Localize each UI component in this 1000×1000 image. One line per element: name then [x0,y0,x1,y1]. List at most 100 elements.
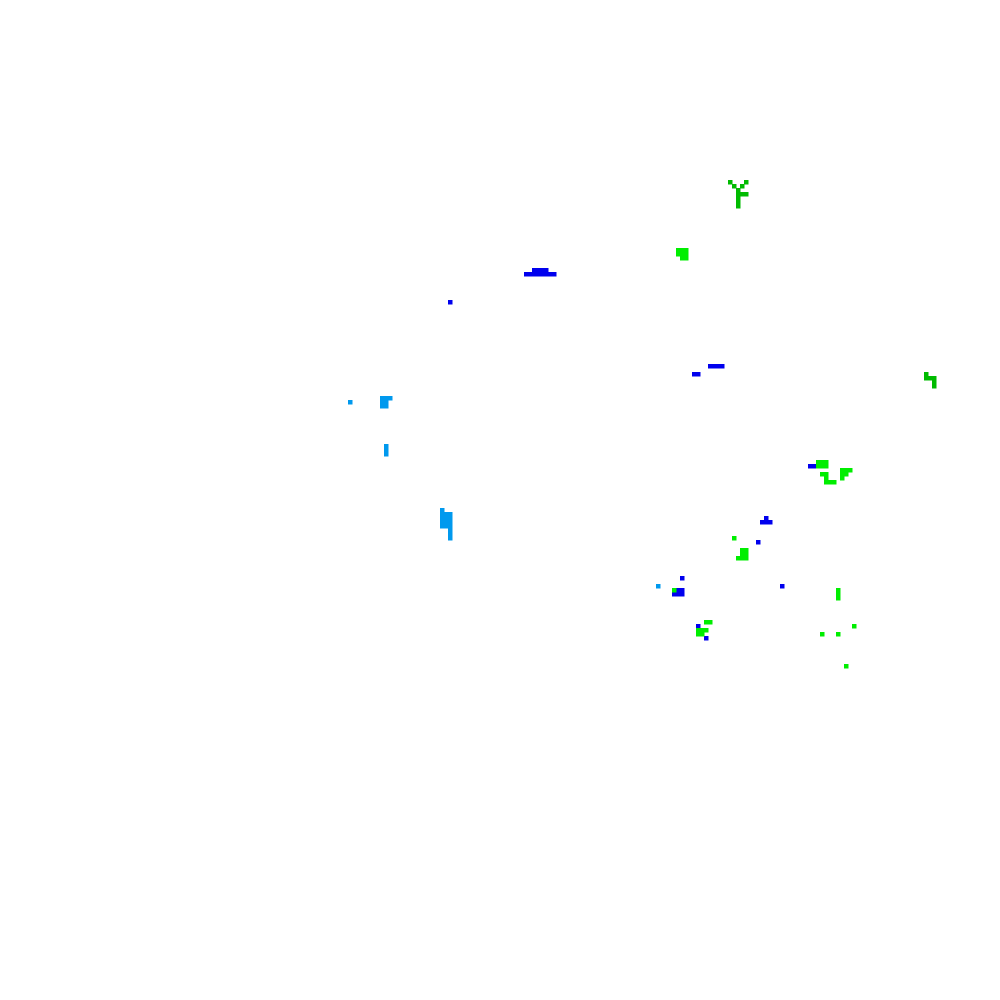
pixel-cell [732,536,737,541]
pixel-cell [444,516,449,521]
pixel-cell [544,268,549,273]
pixel-cell [680,592,685,597]
pixel-cell [764,520,769,525]
pixel-cell [532,268,537,273]
pixel-cell [448,520,453,525]
pixel-cell [684,248,689,253]
pixel-cell [704,636,709,641]
pixel-cell [836,596,841,601]
pixel-cell [824,464,829,469]
pixel-cell [536,272,541,277]
pixel-cell [444,512,449,517]
pixel-cell [820,472,825,477]
pixel-cell [440,508,445,513]
pixel-cell [744,180,749,185]
pixel-cell [448,300,453,305]
pixel-cell [848,468,853,473]
pixel-cell [824,476,829,481]
pixel-cell [680,252,685,257]
pixel-cell [744,556,749,561]
pixel-cell [740,548,745,553]
pixel-cell [444,524,449,529]
pixel-cell [388,396,393,401]
pixel-cell [448,524,453,529]
pixel-cell [840,476,845,481]
pixel-cell [448,528,453,533]
pixel-cell [672,592,677,597]
pixel-cell [844,472,849,477]
pixel-cell [736,188,741,193]
pixel-cell [684,252,689,257]
pixel-cluster-sky [348,396,661,589]
pixel-cell [692,372,697,377]
pixel-cell [812,464,817,469]
pixel-cell [756,540,761,545]
pixel-cell [736,204,741,209]
pixel-cell [696,372,701,377]
pixel-cell [836,588,841,593]
pixel-cell [732,184,737,189]
pixel-cell [384,400,389,405]
pixel-cell [448,532,453,537]
pixel-cell [832,480,837,485]
pixel-cell [740,192,745,197]
pixel-cell [836,632,841,637]
pixel-cell [676,252,681,257]
pixel-cell [440,512,445,517]
pixel-cell [700,628,705,633]
pixel-cell [380,396,385,401]
pixel-cell [552,272,557,277]
pixel-cell [684,256,689,261]
pixel-cell [672,588,677,593]
pixel-cell [704,620,709,625]
pixel-cell [448,536,453,541]
pixel-cell [780,584,785,589]
pixel-cell [700,632,705,637]
pixel-cell [816,460,821,465]
pixel-cell [736,196,741,201]
pixel-cell [768,520,773,525]
pixel-cell [384,452,389,457]
pixel-cell [852,624,857,629]
pixel-cell [820,632,825,637]
pixel-cell [680,576,685,581]
pixel-cell [740,552,745,557]
pixel-cell [444,520,449,525]
pixel-cell [844,468,849,473]
pixel-cell [384,448,389,453]
pixel-cell [824,460,829,465]
pixel-cell [384,404,389,409]
pixel-cell [448,516,453,521]
pixel-cell [736,192,741,197]
pixel-cell [656,584,661,589]
pixel-cell [820,464,825,469]
pixel-cell [840,472,845,477]
pixel-cell [696,628,701,633]
pixel-cell [924,376,929,381]
pixel-cell [720,364,725,369]
pixel-cell [760,520,765,525]
pixel-cell [716,364,721,369]
pixel-cell [928,376,933,381]
pixel-cell [544,272,549,277]
pixel-cell [448,512,453,517]
pixel-cell [536,268,541,273]
pixel-cell [924,372,929,377]
pixel-cluster-green [728,180,937,389]
pixel-cell [932,380,937,385]
pixel-cell [680,256,685,261]
pixel-cell [736,556,741,561]
pixel-cell [708,620,713,625]
pixel-cell [380,400,385,405]
pixel-cell [676,588,681,593]
pixel-cell [528,272,533,277]
pixel-cell [440,524,445,529]
pixel-cell [744,548,749,553]
pixel-cell [676,248,681,253]
pixel-cell [540,268,545,273]
pixel-cell [440,516,445,521]
pixel-cell [384,444,389,449]
pixel-cell [696,632,701,637]
pixel-cell [744,192,749,197]
pixel-cell [828,480,833,485]
